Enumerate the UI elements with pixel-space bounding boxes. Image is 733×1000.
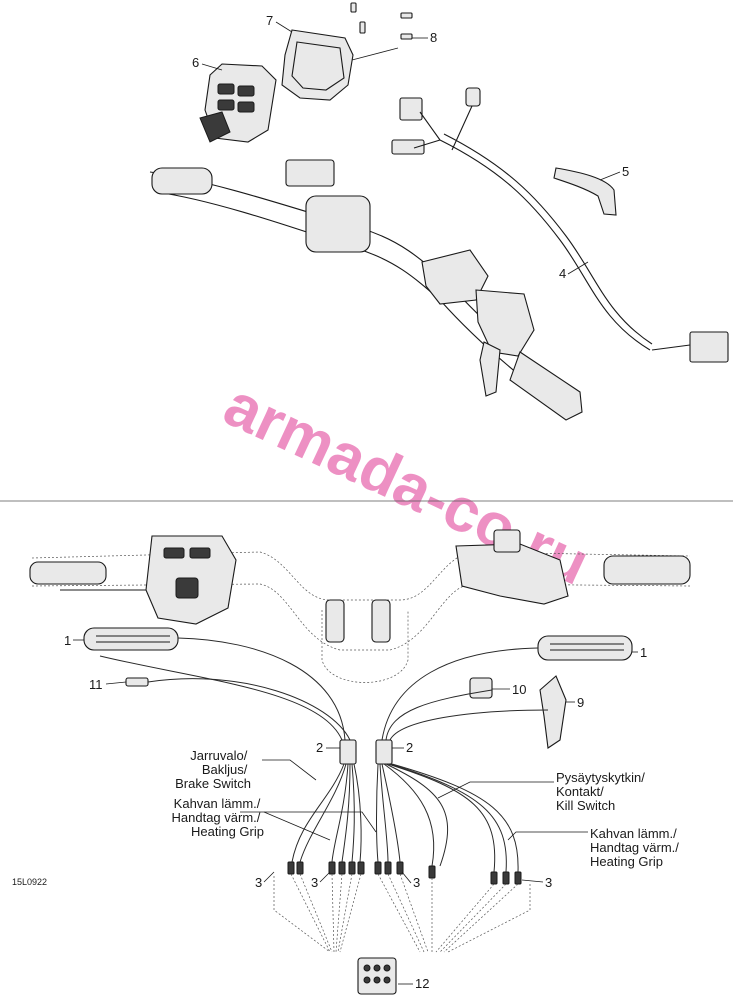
top-assembly: [149, 2, 729, 421]
callout-3-d: 3: [545, 875, 552, 890]
multi-pin-connector: [357, 957, 397, 995]
callout-12: 12: [415, 976, 429, 991]
label-heating-grip-right: Kahvan lämm./ Handtag värm./ Heating Gri…: [590, 826, 683, 869]
callout-3-b: 3: [311, 875, 318, 890]
grip-cover: [553, 167, 617, 216]
bottom-assembly: [29, 529, 691, 995]
sleeve-left: [339, 739, 357, 765]
pin-to-connector-paths: [273, 873, 531, 953]
label-brake-switch: Jarruvalo/ Bakljus/ Brake Switch: [175, 748, 251, 791]
callout-7: 7: [266, 13, 273, 28]
callout-6: 6: [192, 55, 199, 70]
wire-clip: [469, 677, 493, 699]
callout-2-right: 2: [406, 740, 413, 755]
drawing-code: 15L0922: [12, 877, 47, 887]
heating-grip-left: [83, 627, 179, 651]
callout-2-left: 2: [316, 740, 323, 755]
callout-1-left: 1: [64, 633, 71, 648]
label-heating-grip-left: Kahvan lämm./ Handtag värm./ Heating Gri…: [172, 796, 265, 839]
right-control-cluster: [455, 543, 569, 605]
label-kill-switch: Pysäytyskytkin/ Kontakt/ Kill Switch: [556, 770, 648, 813]
callout-8: 8: [430, 30, 437, 45]
callout-9: 9: [577, 695, 584, 710]
heating-grip-right: [537, 635, 633, 661]
wiring-harness: [439, 139, 651, 351]
callout-11: 11: [89, 677, 103, 692]
sensor: [125, 677, 149, 687]
callout-1-right: 1: [640, 645, 647, 660]
callout-4: 4: [559, 266, 566, 281]
sleeve-right: [375, 739, 393, 765]
connector-pins: [287, 861, 522, 885]
callout-3-c: 3: [413, 875, 420, 890]
callout-10: 10: [512, 682, 526, 697]
callout-3-a: 3: [255, 875, 262, 890]
callout-5: 5: [622, 164, 629, 179]
callouts: 7 8 6 5 4 1 1 11 10 9 2 2 3 3 3 3 12: [12, 13, 683, 991]
screw-set: [350, 2, 413, 40]
bracket: [539, 675, 567, 749]
